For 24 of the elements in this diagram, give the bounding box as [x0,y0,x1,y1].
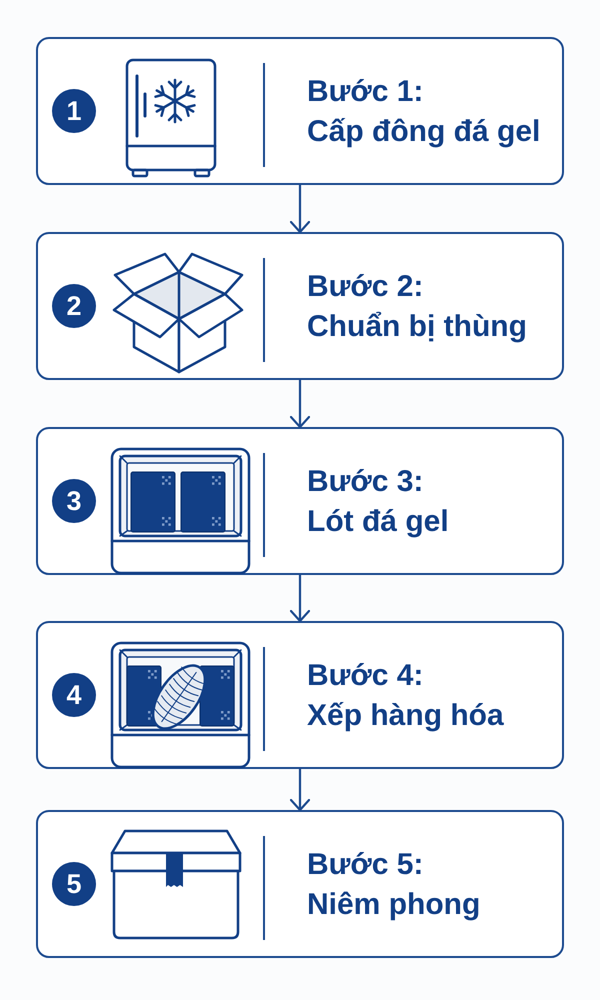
arrow [290,575,310,622]
arrow [290,380,310,428]
step-description: Lót đá gel [307,504,449,540]
step-description: Cấp đông đá gel [307,114,540,150]
step-title: Bước 1: [307,74,424,110]
step-number: 3 [52,479,96,523]
step-number: 5 [52,862,96,906]
step-number: 2 [52,284,96,328]
step-number: 1 [52,89,96,133]
step-card [36,232,564,380]
step-title: Bước 5: [307,847,424,883]
step-title: Bước 3: [307,464,424,500]
step-card [36,810,564,958]
step-card [36,37,564,185]
step-number: 4 [52,673,96,717]
step-card [36,427,564,575]
step-description: Xếp hàng hóa [307,698,504,734]
step-card [36,621,564,769]
step-description: Chuẩn bị thùng [307,309,527,345]
step-title: Bước 4: [307,658,424,694]
step-title: Bước 2: [307,269,424,305]
step-description: Niêm phong [307,887,480,923]
arrow [290,185,310,234]
arrow [290,769,310,812]
